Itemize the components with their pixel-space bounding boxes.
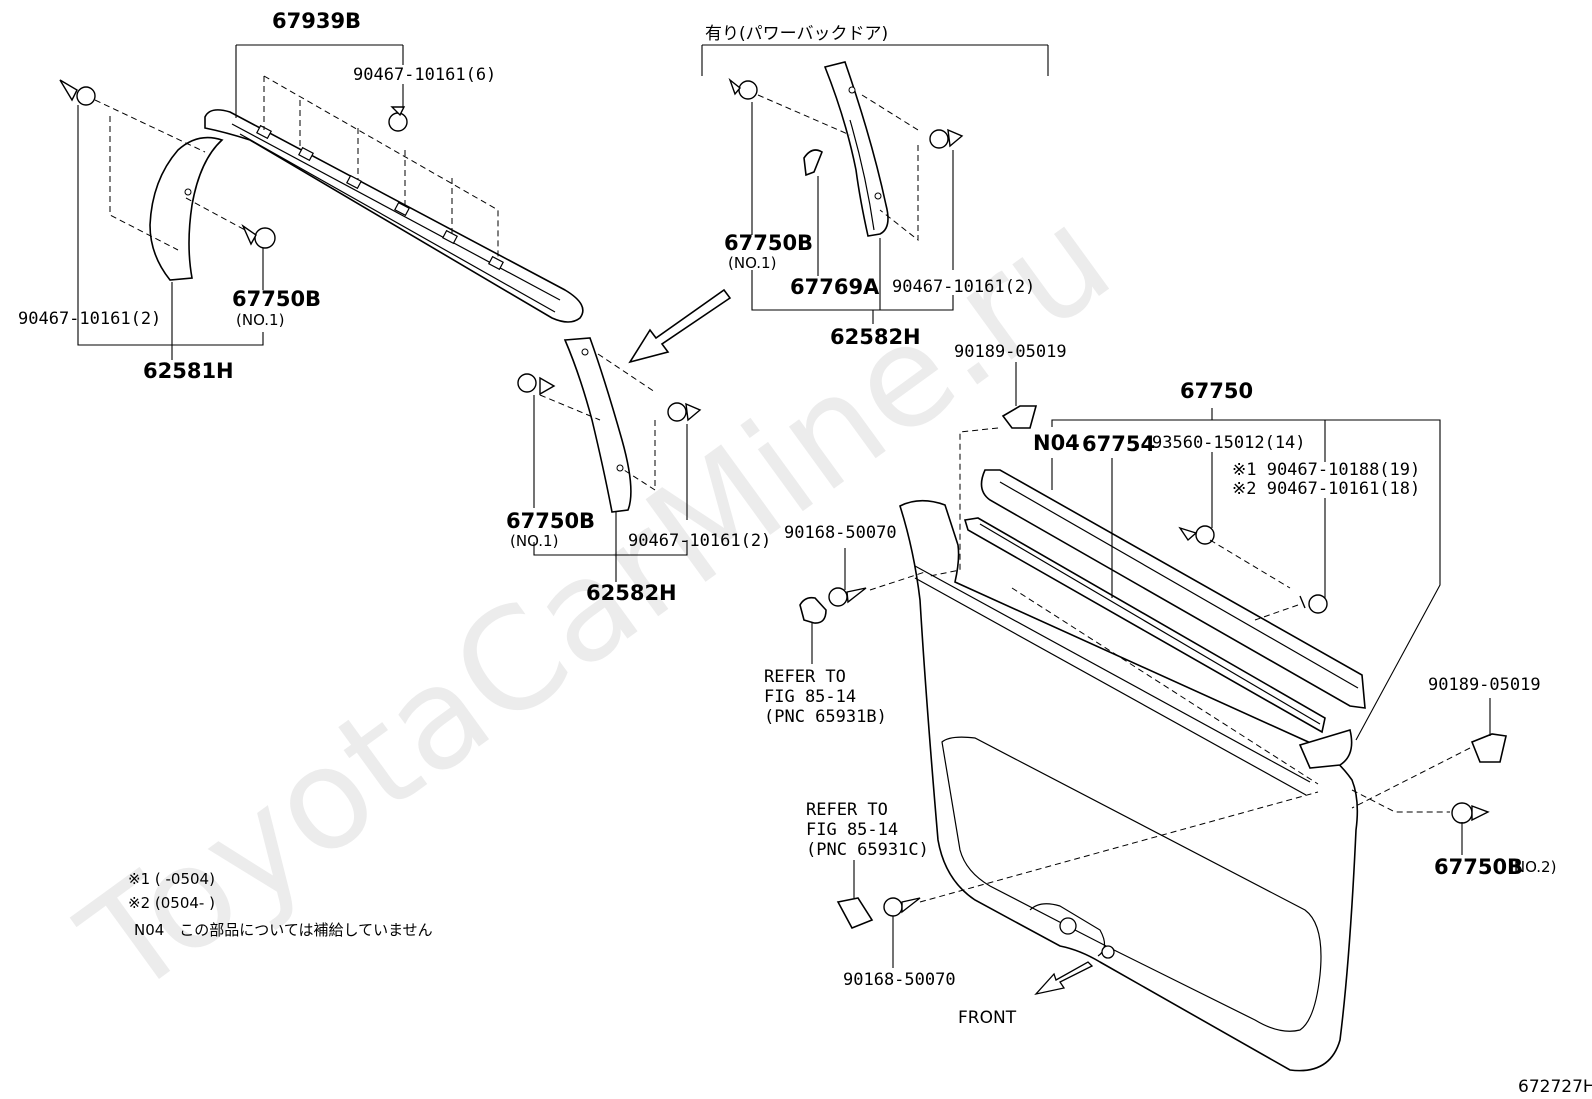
rail-67754 <box>963 517 1326 734</box>
direction-arrow-icon <box>628 288 732 364</box>
group-note-power-back-door: 有り(パワーバックドア) <box>705 24 888 44</box>
pillar-trim-62582H-middle <box>563 337 632 513</box>
grommet-65931B-icon <box>799 596 827 624</box>
label-62581H: 62581H <box>143 359 234 383</box>
label-90467-10188-19: ※1 90467-10188(19) <box>1232 460 1420 480</box>
label-N04: N04 <box>1033 431 1080 455</box>
label-67754: 67754 <box>1082 432 1155 456</box>
label-67750B-middle: 67750B <box>506 509 595 533</box>
label-90168-50070-bottom: 90168-50070 <box>843 970 956 990</box>
label-90467-10161-6: 90467-10161(6) <box>353 65 496 85</box>
label-no2: (NO.2) <box>1508 858 1556 876</box>
note-1: ※1 ( -0504) <box>128 870 215 888</box>
label-67750B-no2: 67750B <box>1434 855 1523 879</box>
nut-90189-icon <box>1470 733 1507 763</box>
label-no1-upper: (NO.1) <box>728 254 776 272</box>
clip-90467-icon <box>929 128 964 149</box>
rail-N04 <box>980 469 1366 709</box>
label-93560-15012: 93560-15012(14) <box>1152 433 1306 453</box>
clip-67750B-icon <box>728 77 758 100</box>
label-90168-50070-top: 90168-50070 <box>784 523 897 543</box>
grommet-65931C-icon <box>836 897 874 930</box>
note-n04: N04 この部品については補給していません <box>134 921 433 939</box>
refer-to-line3: (PNC 65931B) <box>764 707 887 727</box>
clip-93560-icon <box>1178 525 1215 545</box>
figure-code: 672727H <box>1518 1077 1592 1097</box>
part-67769A-icon <box>803 149 823 177</box>
label-67750B-upper: 67750B <box>724 231 813 255</box>
label-62582H-upper: 62582H <box>830 325 921 349</box>
nut-90189-icon <box>1001 405 1038 429</box>
refer-to-2-line3: (PNC 65931C) <box>806 840 929 860</box>
label-no1-left: (NO.1) <box>236 311 284 329</box>
pillar-trim-62582H-upper <box>823 61 889 237</box>
back-door-trim-67750 <box>899 499 1359 1072</box>
label-67750: 67750 <box>1180 379 1253 403</box>
label-67939B: 67939B <box>272 9 361 33</box>
refer-to-2-line2: FIG 85-14 <box>806 820 898 840</box>
label-no1-middle: (NO.1) <box>510 532 558 550</box>
clip-67750B-icon <box>1451 802 1490 824</box>
label-90467-10161-2-middle: 90467-10161(2) <box>628 531 771 551</box>
clip-90467-icon <box>1299 594 1328 614</box>
clip-90467-icon <box>388 106 408 132</box>
label-67750B-left: 67750B <box>232 287 321 311</box>
pillar-trim-62581H <box>149 136 224 281</box>
note-2: ※2 (0504- ) <box>128 894 215 912</box>
label-90189-05019-top: 90189-05019 <box>954 342 1067 362</box>
clip-90467-icon <box>59 79 96 106</box>
clip-67750B-icon <box>517 373 556 396</box>
clip-67750B-icon <box>241 224 276 249</box>
label-front: FRONT <box>958 1008 1017 1028</box>
strip-upper <box>1298 728 1353 769</box>
label-90467-10161-2-left: 90467-10161(2) <box>18 309 161 329</box>
moulding-67939B <box>204 109 584 323</box>
leader-lines <box>77 44 1491 968</box>
assembly-lines <box>94 75 1471 903</box>
refer-to-line1: REFER TO <box>764 667 846 687</box>
clip-90467-icon <box>667 402 702 422</box>
refer-to-2-line1: REFER TO <box>806 800 888 820</box>
label-90467-10161-2-upper: 90467-10161(2) <box>892 277 1035 297</box>
screw-90168-icon <box>883 897 921 917</box>
front-arrow-icon <box>1034 961 1094 996</box>
label-67769A: 67769A <box>790 275 880 299</box>
label-62582H-middle: 62582H <box>586 581 677 605</box>
label-90467-10161-18: ※2 90467-10161(18) <box>1232 479 1420 499</box>
screw-90168-icon <box>828 587 867 607</box>
refer-to-line2: FIG 85-14 <box>764 687 856 707</box>
label-90189-05019-right: 90189-05019 <box>1428 675 1541 695</box>
